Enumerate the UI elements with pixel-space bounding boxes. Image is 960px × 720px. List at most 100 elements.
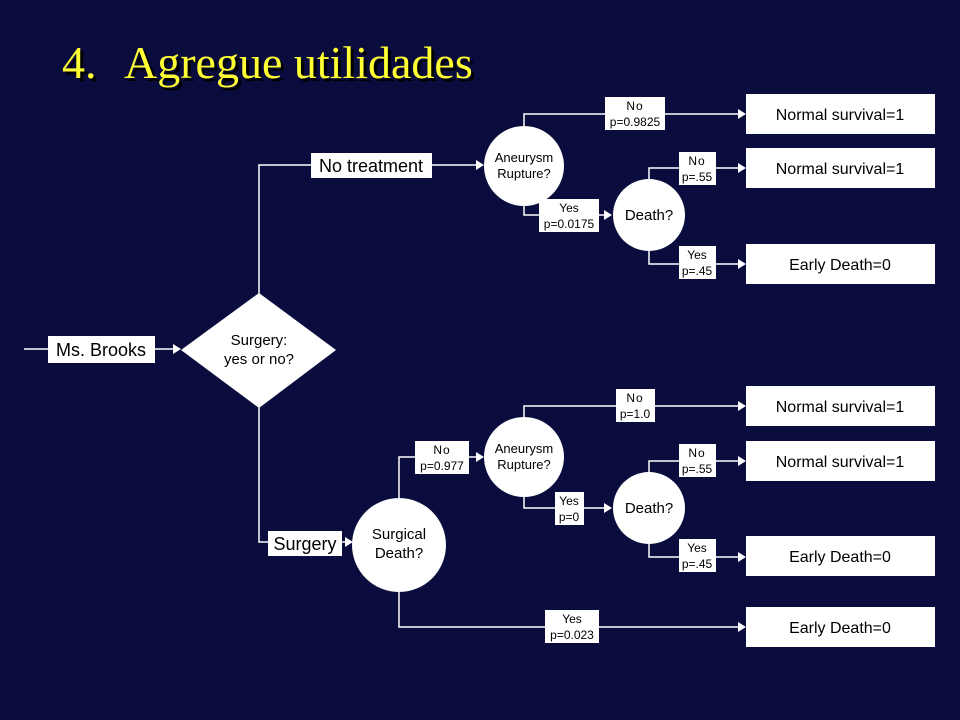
outcome-label: Early Death=0 — [789, 549, 891, 566]
title-number: 4. — [62, 37, 97, 88]
outcome-7: Early Death=0 — [746, 607, 935, 647]
prob-nt-rupture-no: No p=0.9825 — [605, 97, 665, 130]
root-box — [48, 336, 155, 363]
decision-to-no-treatment-line — [258, 164, 476, 295]
prob-value: p=1.0 — [620, 407, 651, 421]
chance-label: Death? — [625, 500, 673, 517]
arrow-icon — [738, 401, 746, 411]
prob-value: p=0 — [559, 510, 580, 524]
chance-circle — [484, 417, 564, 497]
root-node: Ms. Brooks — [48, 336, 155, 363]
prob-branch-label: Yes — [559, 201, 579, 215]
arrow-icon — [345, 537, 353, 547]
title-text: Agregue utilidades — [124, 37, 473, 88]
outcome-box — [746, 536, 935, 576]
outcome-1: Normal survival=1 — [746, 94, 935, 134]
prob-value: p=.55 — [682, 462, 713, 476]
chance-label: Rupture? — [497, 166, 550, 181]
prob-box — [545, 610, 599, 643]
chance-node-surgical-death: Surgical Death? — [352, 498, 446, 592]
outcome-label: Early Death=0 — [789, 257, 891, 274]
outcome-box — [746, 244, 935, 284]
prob-branch-label: Yes — [562, 612, 582, 626]
decision-line1: Surgery: — [231, 332, 288, 349]
slide-title: 4. Agregue utilidades — [62, 40, 473, 86]
prob-branch-label: No — [626, 99, 643, 113]
prob-nt-death-no: No p=.55 — [679, 152, 716, 185]
arrow-icon — [476, 452, 484, 462]
outcome-label: Normal survival=1 — [776, 454, 905, 471]
prob-branch-label: No — [688, 446, 705, 460]
outcome-4: Normal survival=1 — [746, 386, 935, 426]
chance-circle — [352, 498, 446, 592]
prob-branch-label: No — [433, 443, 450, 457]
s-rupture-no-line — [523, 405, 740, 421]
root-label: Ms. Brooks — [56, 340, 146, 360]
prob-s-surgdeath-no: No p=0.977 — [415, 441, 469, 474]
chance-node-rupture-surgery: Aneurysm Rupture? — [484, 417, 564, 497]
chance-label: Rupture? — [497, 457, 550, 472]
prob-s-surgdeath-yes: Yes p=0.023 — [545, 610, 599, 643]
prob-box — [679, 246, 716, 279]
branch-surgery: Surgery — [268, 531, 342, 556]
arrow-icon — [738, 622, 746, 632]
outcome-label: Normal survival=1 — [776, 107, 905, 124]
decision-diamond — [181, 293, 336, 408]
branch-no-treatment: No treatment — [311, 153, 432, 178]
chance-label: Aneurysm — [495, 441, 554, 456]
chance-label: Surgical — [372, 526, 426, 543]
prob-nt-rupture-yes: Yes p=0.0175 — [539, 199, 599, 232]
prob-s-death-yes: Yes p=.45 — [679, 539, 716, 572]
nt-rupture-no-line — [523, 113, 740, 130]
chance-node-death-no-treatment: Death? — [613, 179, 685, 251]
prob-box — [555, 492, 584, 525]
outcome-box — [746, 441, 935, 481]
outcome-label: Early Death=0 — [789, 620, 891, 637]
prob-nt-death-yes: Yes p=.45 — [679, 246, 716, 279]
outcome-6: Early Death=0 — [746, 536, 935, 576]
prob-branch-label: Yes — [687, 248, 707, 262]
arrow-heads — [173, 109, 746, 632]
prob-value: p=0.023 — [550, 628, 594, 642]
outcome-2: Normal survival=1 — [746, 148, 935, 188]
prob-s-death-no: No p=.55 — [679, 444, 716, 477]
chance-label: Aneurysm — [495, 150, 554, 165]
branch-box — [268, 531, 342, 556]
chance-node-death-surgery: Death? — [613, 472, 685, 544]
prob-box — [679, 152, 716, 185]
arrow-icon — [476, 160, 484, 170]
arrow-icon — [604, 503, 612, 513]
decision-node: Surgery: yes or no? — [181, 293, 336, 408]
prob-box — [605, 97, 665, 130]
prob-value: p=.55 — [682, 170, 713, 184]
branch-surgery-label: Surgery — [273, 534, 336, 554]
branch-box — [311, 153, 432, 178]
prob-value: p=0.9825 — [610, 115, 661, 129]
chance-label: Death? — [375, 545, 423, 562]
outcome-box — [746, 94, 935, 134]
decision-to-surgery-line — [258, 406, 345, 543]
prob-box — [679, 444, 716, 477]
prob-branch-label: No — [688, 154, 705, 168]
outcome-box — [746, 607, 935, 647]
prob-value: p=0.0175 — [544, 217, 595, 231]
prob-s-rupture-yes: Yes p=0 — [555, 492, 584, 525]
s-surgdeath-yes-line — [398, 592, 740, 628]
arrow-icon — [738, 259, 746, 269]
arrow-icon — [604, 210, 612, 220]
chance-node-rupture-no-treatment: Aneurysm Rupture? — [484, 126, 564, 206]
outcome-label: Normal survival=1 — [776, 161, 905, 178]
arrow-icon — [738, 456, 746, 466]
arrow-icon — [738, 163, 746, 173]
chance-circle — [613, 472, 685, 544]
prob-value: p=.45 — [682, 557, 713, 571]
arrow-icon — [738, 109, 746, 119]
prob-branch-label: No — [626, 391, 643, 405]
outcome-3: Early Death=0 — [746, 244, 935, 284]
outcome-5: Normal survival=1 — [746, 441, 935, 481]
prob-box — [679, 539, 716, 572]
decision-line2: yes or no? — [224, 351, 294, 368]
prob-value: p=0.977 — [420, 459, 464, 473]
